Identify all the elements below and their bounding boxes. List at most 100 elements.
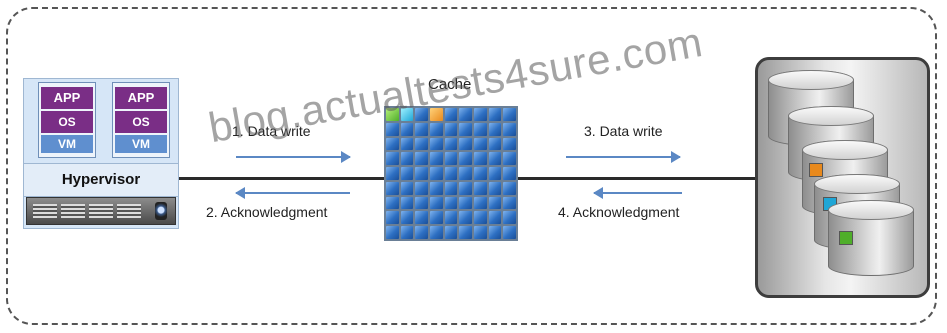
step2-label: 2. Acknowledgment — [206, 204, 328, 220]
cache-block — [459, 137, 472, 151]
cache-block — [474, 137, 487, 151]
cache-block — [430, 167, 443, 180]
cache-block — [459, 167, 472, 180]
cache-block — [386, 122, 399, 136]
cache-block — [444, 167, 458, 180]
cache-block — [444, 226, 458, 239]
cache-block — [459, 152, 472, 166]
cache-block — [474, 152, 487, 166]
cache-block — [400, 211, 414, 225]
cache-block — [430, 181, 443, 195]
host-cache-link — [179, 177, 384, 180]
cache-block — [415, 137, 428, 151]
cache-block — [444, 211, 458, 225]
cache-block — [415, 152, 428, 166]
cache-block — [474, 108, 487, 121]
cache-block — [415, 211, 428, 225]
step4-label: 4. Acknowledgment — [558, 204, 680, 220]
cache-block — [503, 152, 516, 166]
cache-block — [430, 226, 443, 239]
cache-block — [444, 181, 458, 195]
cache-block — [503, 196, 516, 210]
cache-block — [415, 108, 428, 121]
cache-block — [444, 196, 458, 210]
cache-block — [488, 196, 502, 210]
step2-arrow-icon — [235, 187, 350, 199]
cache-block — [386, 152, 399, 166]
cache-block — [386, 196, 399, 210]
cache-block — [386, 137, 399, 151]
cache-block — [400, 152, 414, 166]
cache-block — [400, 108, 414, 121]
cache-block — [444, 152, 458, 166]
cache-block — [488, 226, 502, 239]
cache-block — [459, 226, 472, 239]
storage-array-icon — [755, 57, 930, 298]
vm-right: APP OS VM — [112, 82, 170, 158]
cache-block — [488, 137, 502, 151]
cache-block — [503, 226, 516, 239]
cache-block — [430, 152, 443, 166]
cache-block — [474, 181, 487, 195]
cache-block — [430, 122, 443, 136]
step4-arrow-icon — [593, 187, 682, 199]
host-server: APP OS VM APP OS VM Hypervisor — [23, 78, 179, 229]
step1-arrow-icon — [236, 151, 351, 163]
cache-block — [474, 226, 487, 239]
step3-label: 3. Data write — [584, 123, 663, 139]
cache-block — [459, 122, 472, 136]
cache-block — [430, 211, 443, 225]
cache-title: Cache — [428, 76, 472, 93]
cache-block — [415, 226, 428, 239]
cache-block — [488, 167, 502, 180]
cache-grid-icon — [384, 106, 518, 241]
vm-left-vm-label: VM — [41, 135, 93, 153]
cache-block — [400, 167, 414, 180]
cache-block — [386, 108, 399, 121]
diagram-boundary — [6, 7, 937, 325]
step1-label: 1. Data write — [232, 123, 311, 139]
vm-left: APP OS VM — [38, 82, 96, 158]
cache-block — [488, 211, 502, 225]
cache-block — [503, 137, 516, 151]
cache-block — [459, 108, 472, 121]
cache-block — [400, 226, 414, 239]
cache-block — [400, 122, 414, 136]
cache-block — [488, 181, 502, 195]
cache-block — [415, 167, 428, 180]
cache-block — [444, 122, 458, 136]
step3-arrow-icon — [566, 151, 681, 163]
cache-block — [386, 181, 399, 195]
cache-block — [459, 196, 472, 210]
cache-block — [386, 167, 399, 180]
cache-block — [430, 196, 443, 210]
vm-left-os-label: OS — [41, 111, 93, 133]
cache-block — [503, 211, 516, 225]
cache-block — [459, 181, 472, 195]
disk-icon — [828, 200, 914, 276]
cache-block — [459, 211, 472, 225]
cache-block — [488, 108, 502, 121]
cache-block — [488, 152, 502, 166]
cache-block — [444, 137, 458, 151]
vm-left-app-label: APP — [41, 87, 93, 109]
cache-block — [415, 181, 428, 195]
vm-right-app-label: APP — [115, 87, 167, 109]
cache-block — [503, 167, 516, 180]
cache-block — [503, 108, 516, 121]
cache-block — [400, 137, 414, 151]
cache-block — [400, 196, 414, 210]
cache-block — [474, 167, 487, 180]
cache-block — [415, 122, 428, 136]
cache-block — [386, 211, 399, 225]
cache-block — [474, 196, 487, 210]
cache-block — [503, 181, 516, 195]
cache-block — [444, 108, 458, 121]
cache-block — [430, 108, 443, 121]
cache-block — [488, 122, 502, 136]
vm-right-vm-label: VM — [115, 135, 167, 153]
cache-block — [386, 226, 399, 239]
cache-storage-link — [518, 177, 755, 180]
cache-block — [474, 211, 487, 225]
cache-block — [430, 137, 443, 151]
